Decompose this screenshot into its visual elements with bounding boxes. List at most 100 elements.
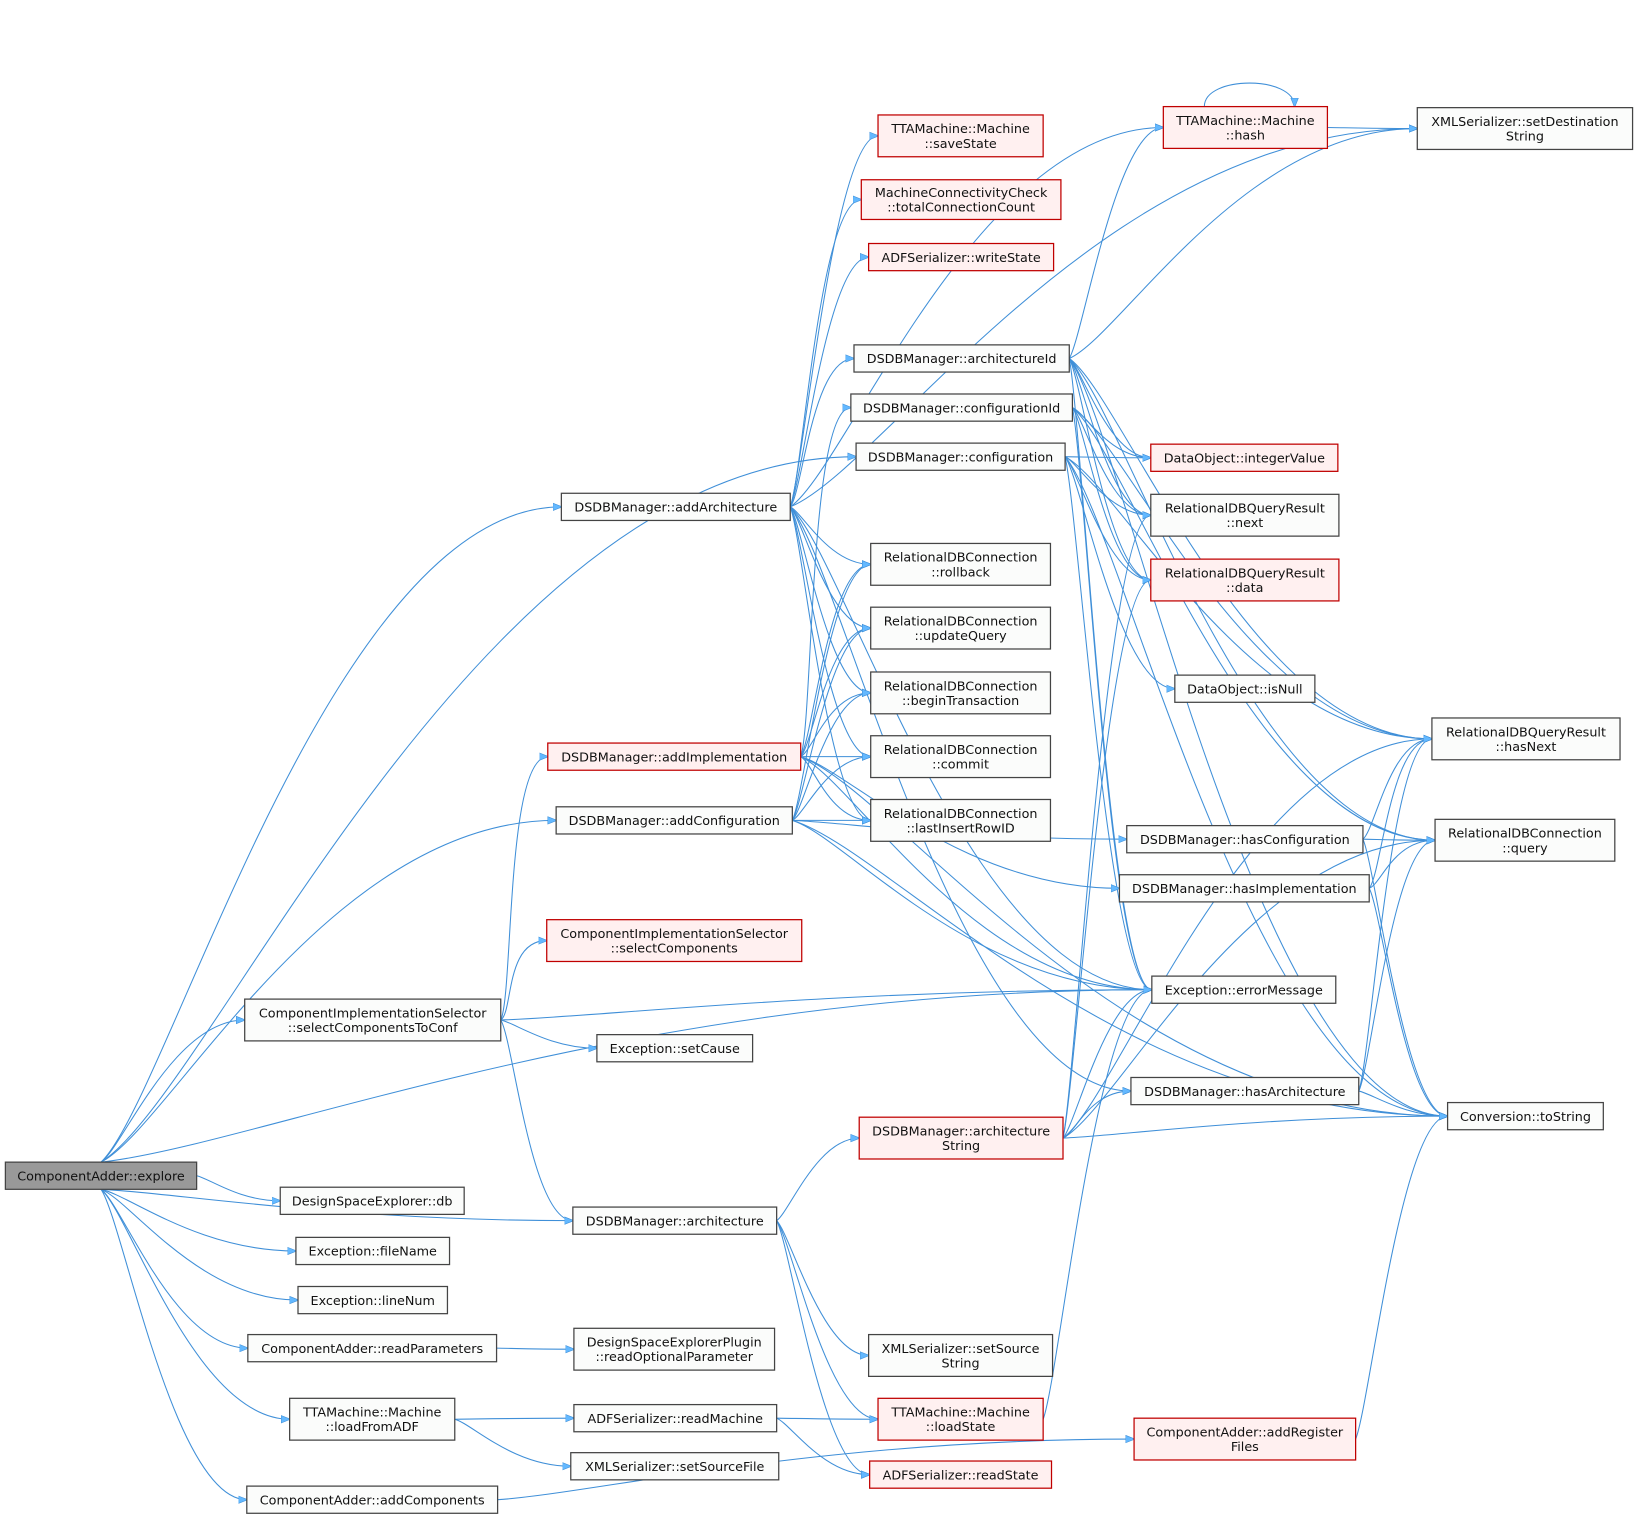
node-selectComponentsToConf[interactable]: ComponentImplementationSelector::selectC… — [244, 998, 502, 1042]
node-lastInsertRowID[interactable]: RelationalDBConnection::lastInsertRowID — [870, 798, 1052, 842]
node-addImplementation[interactable]: DSDBManager::addImplementation — [547, 742, 802, 771]
node-label: ::loadState — [926, 1420, 996, 1435]
node-errorMessage[interactable]: Exception::errorMessage — [1151, 975, 1337, 1004]
node-label: ::rollback — [931, 565, 990, 580]
node-totalConnectionCount[interactable]: MachineConnectivityCheck::totalConnectio… — [860, 179, 1062, 221]
node-next[interactable]: RelationalDBQueryResult::next — [1150, 493, 1340, 537]
node-configuration[interactable]: DSDBManager::configuration — [855, 442, 1066, 471]
node-architectureId[interactable]: DSDBManager::architectureId — [853, 344, 1070, 373]
node-commit[interactable]: RelationalDBConnection::commit — [870, 735, 1052, 779]
node-writeState[interactable]: ADFSerializer::writeState — [867, 242, 1055, 272]
edge-addArchitecture-to-writeState — [789, 257, 868, 508]
node-label: TTAMachine::Machine — [1175, 114, 1315, 129]
node-addArchitecture[interactable]: DSDBManager::addArchitecture — [560, 492, 791, 522]
node-label: XMLSerializer::setSource — [882, 1342, 1040, 1357]
node-hasConfiguration[interactable]: DSDBManager::hasConfiguration — [1126, 824, 1364, 854]
node-label: ::hash — [1226, 129, 1265, 144]
node-label: RelationalDBConnection — [1448, 827, 1602, 842]
node-readOptionalParameter[interactable]: DesignSpaceExplorerPlugin::readOptionalP… — [573, 1327, 776, 1371]
edge-configuration-to-isNull — [1064, 456, 1175, 689]
node-loadFromADF[interactable]: TTAMachine::Machine::loadFromADF — [289, 1397, 456, 1441]
node-isNull[interactable]: DataObject::isNull — [1174, 674, 1316, 703]
node-loadState[interactable]: TTAMachine::Machine::loadState — [877, 1397, 1044, 1441]
node-db[interactable]: DesignSpaceExplorer::db — [279, 1186, 465, 1216]
node-lineNum[interactable]: Exception::lineNum — [297, 1285, 449, 1315]
node-box — [246, 1485, 499, 1514]
node-hasNext[interactable]: RelationalDBQueryResult::hasNext — [1431, 717, 1621, 761]
edge-architectureId-to-data — [1068, 358, 1151, 580]
edge-readParameters-to-readOptionalParameter — [496, 1348, 574, 1349]
node-label: DataObject::isNull — [1187, 682, 1302, 697]
edge-addRegisterFiles-to-toString — [1355, 1116, 1448, 1440]
edge-addConfiguration-to-commit — [792, 757, 870, 821]
edge-addArchitecture-to-updateQuery — [789, 506, 870, 628]
node-hasImplementation[interactable]: DSDBManager::hasImplementation — [1118, 874, 1370, 903]
node-beginTransaction[interactable]: RelationalDBConnection::beginTransaction — [870, 671, 1052, 715]
node-rollback[interactable]: RelationalDBConnection::rollback — [870, 542, 1052, 586]
node-label: Exception::fileName — [309, 1245, 438, 1260]
node-box — [870, 671, 1052, 715]
edge-architectureId-to-toString — [1068, 358, 1447, 1116]
node-box — [560, 492, 791, 522]
node-saveState[interactable]: TTAMachine::Machine::saveState — [877, 114, 1044, 158]
node-box — [870, 798, 1052, 842]
node-integerValue[interactable]: DataObject::integerValue — [1150, 443, 1339, 472]
node-label: ::hasNext — [1496, 740, 1557, 755]
edge-configuration-to-errorMessage — [1064, 456, 1152, 990]
node-box — [570, 1452, 780, 1481]
node-label: ComponentImplementationSelector — [560, 927, 788, 942]
edge-architectureString-to-data — [1062, 580, 1151, 1139]
node-label: ADFSerializer::readMachine — [588, 1412, 764, 1427]
node-label: RelationalDBConnection — [884, 807, 1038, 822]
edge-architectureId-to-integerValue — [1068, 358, 1151, 457]
node-toString[interactable]: Conversion::toString — [1446, 1101, 1604, 1131]
edge-addConfiguration-to-updateQuery — [791, 628, 870, 821]
node-hash[interactable]: TTAMachine::Machine::hash — [1162, 105, 1329, 150]
node-selectComponents[interactable]: ComponentImplementationSelector::selectC… — [546, 919, 803, 963]
node-label: String — [942, 1139, 980, 1154]
node-box — [1151, 975, 1337, 1004]
node-hasArchitecture[interactable]: DSDBManager::hasArchitecture — [1130, 1076, 1360, 1106]
node-box — [289, 1397, 456, 1441]
node-explore[interactable]: ComponentAdder::explore — [4, 1161, 198, 1190]
node-addConfiguration[interactable]: DSDBManager::addConfiguration — [555, 806, 793, 835]
node-label: RelationalDBQueryResult — [1446, 725, 1606, 740]
node-label: ::beginTransaction — [902, 694, 1019, 709]
node-box — [869, 1460, 1053, 1489]
node-box — [546, 919, 803, 963]
node-updateQuery[interactable]: RelationalDBConnection::updateQuery — [870, 606, 1052, 650]
node-label: ::updateQuery — [914, 629, 1007, 644]
node-box — [1130, 1076, 1360, 1106]
edge-architectureId-to-hash — [1068, 128, 1163, 359]
node-readParameters[interactable]: ComponentAdder::readParameters — [247, 1333, 498, 1363]
node-box — [295, 1236, 451, 1266]
node-readMachine[interactable]: ADFSerializer::readMachine — [573, 1403, 778, 1433]
node-label: ComponentAdder::readParameters — [261, 1342, 483, 1357]
node-configurationId[interactable]: DSDBManager::configurationId — [850, 393, 1074, 422]
node-label: DSDBManager::architecture — [872, 1124, 1050, 1139]
edge-configuration-to-integerValue — [1065, 457, 1151, 458]
node-data[interactable]: RelationalDBQueryResult::data — [1150, 558, 1340, 602]
node-query[interactable]: RelationalDBConnection::query — [1434, 818, 1616, 862]
edge-selectComponentsToConf-to-errorMessage — [500, 990, 1152, 1021]
node-architecture[interactable]: DSDBManager::architecture — [572, 1206, 778, 1235]
node-label: ::saveState — [924, 137, 996, 152]
node-label: ADFSerializer::readState — [883, 1468, 1039, 1483]
node-addComponents[interactable]: ComponentAdder::addComponents — [246, 1485, 499, 1514]
edge-hasArchitecture-to-hasNext — [1358, 739, 1432, 1092]
edge-explore-to-addComponents — [100, 1189, 247, 1499]
node-box — [855, 442, 1066, 471]
node-label: ComponentAdder::addRegister — [1147, 1425, 1344, 1440]
node-label: ::lastInsertRowID — [906, 821, 1014, 836]
node-fileName[interactable]: Exception::fileName — [295, 1236, 451, 1266]
edge-configurationId-to-query — [1072, 407, 1435, 841]
node-setCause[interactable]: Exception::setCause — [596, 1034, 754, 1063]
node-setSourceFile[interactable]: XMLSerializer::setSourceFile — [570, 1452, 780, 1481]
edge-addConfiguration-to-toString — [792, 819, 1447, 1116]
node-readState[interactable]: ADFSerializer::readState — [869, 1460, 1053, 1489]
